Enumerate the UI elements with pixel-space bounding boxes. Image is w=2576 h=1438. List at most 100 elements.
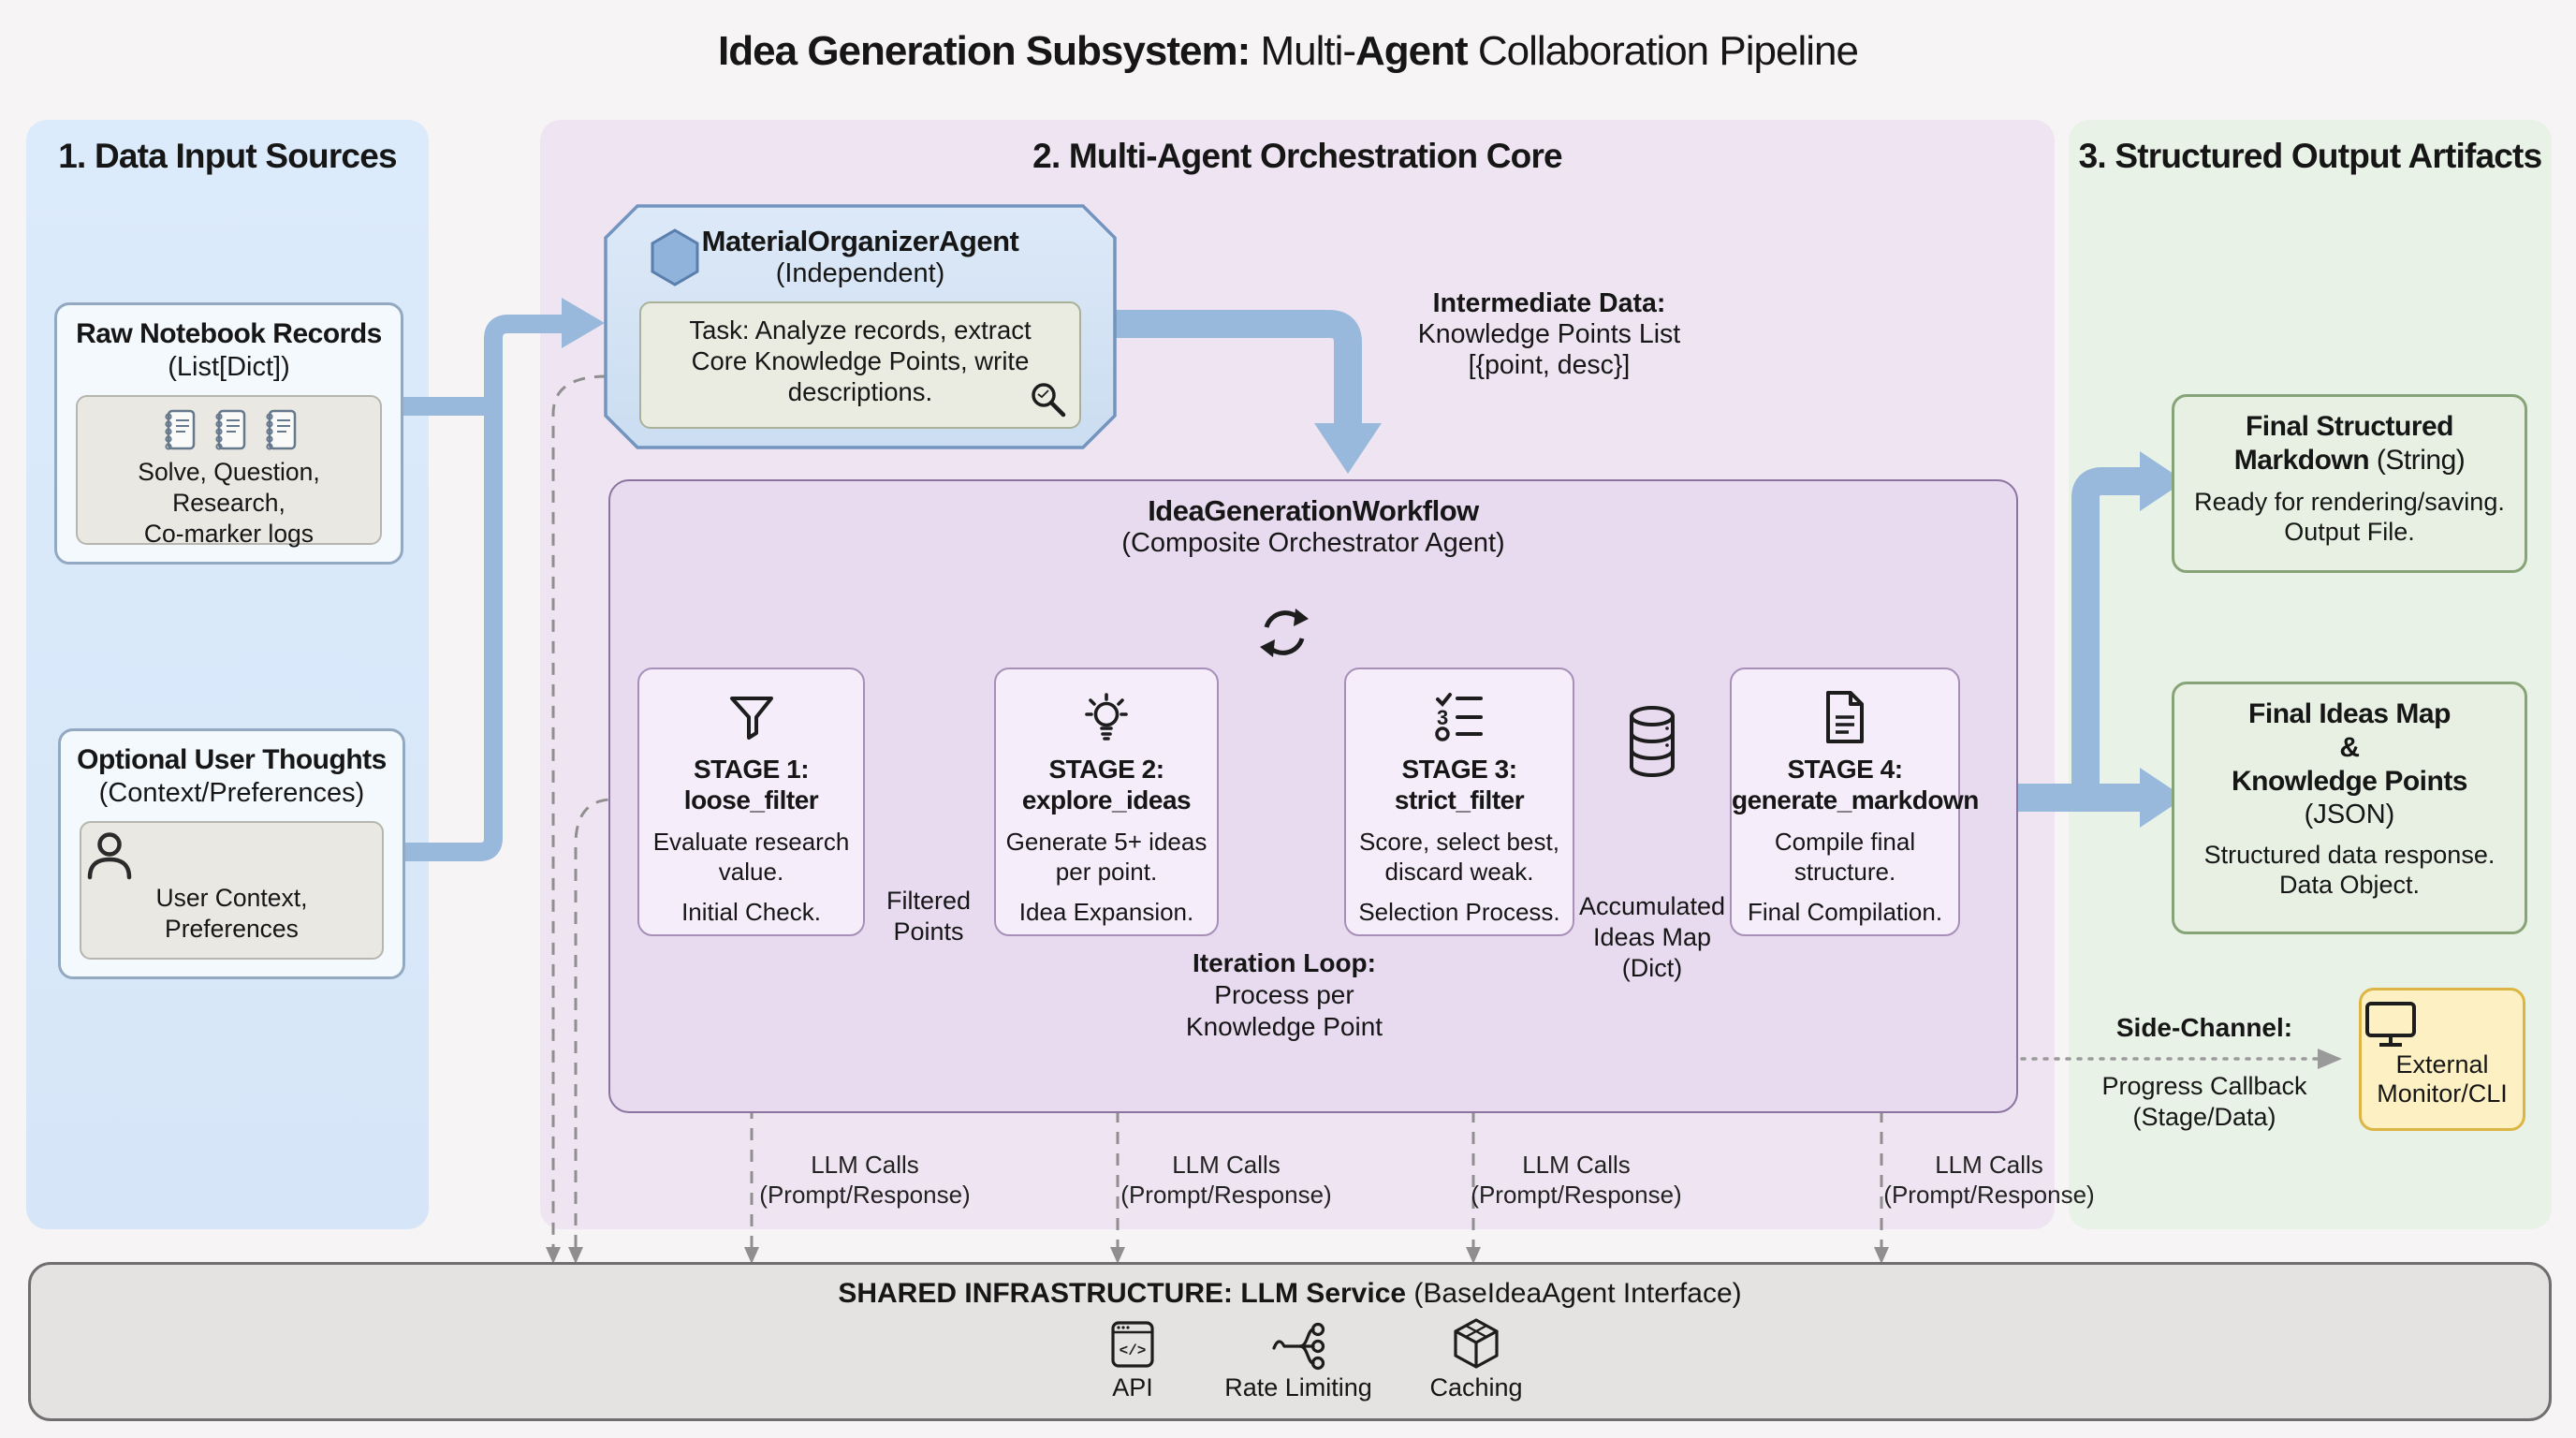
user-thoughts-box: Optional User Thoughts (Context/Preferen… <box>58 728 405 979</box>
loop-label-line: Process per <box>1214 980 1354 1009</box>
raw-records-line: Research, <box>172 489 285 517</box>
infra-title: SHARED INFRASTRUCTURE: LLM Service (Base… <box>31 1278 2549 1310</box>
outputs-header: 3. Structured Output Artifacts <box>2078 137 2543 175</box>
title-seg-1: Idea Generation Subsystem: <box>718 28 1251 74</box>
llm-calls-line: (Prompt/Response) <box>1471 1181 1682 1209</box>
markdown-title-line: Markdown (String) <box>2174 444 2525 477</box>
agent-subtitle: (Independent) <box>775 258 945 288</box>
stage-footer: Idea Expansion. <box>1018 898 1194 926</box>
stage-footer: Final Compilation. <box>1747 898 1943 926</box>
markdown-body-line: Ready for rendering/saving. <box>2194 488 2505 516</box>
llm-calls-line: (Prompt/Response) <box>1883 1181 2095 1209</box>
edge-label-line: Filtered <box>886 887 972 915</box>
user-thoughts-content: User Context, Preferences <box>80 821 384 960</box>
notebook-icon <box>214 409 245 450</box>
llm-calls-label: LLM Calls (Prompt/Response) <box>1114 1150 1339 1210</box>
user-thoughts-title: Optional User Thoughts <box>77 744 387 775</box>
side-channel-sublabel: Progress Callback (Stage/Data) <box>2087 1071 2321 1133</box>
intermediate-data-label: Intermediate Data: Knowledge Points List… <box>1395 288 1704 381</box>
infra-title-bold: SHARED INFRASTRUCTURE: LLM Service <box>838 1278 1407 1309</box>
final-ideas-map-box: Final Ideas Map & Knowledge Points (JSON… <box>2172 682 2527 934</box>
intermediate-line: Knowledge Points List <box>1417 319 1681 349</box>
stage-method: explore_ideas <box>1021 785 1192 814</box>
stage-label: STAGE 2: <box>1048 755 1164 784</box>
edge-label-line: Points <box>893 917 964 946</box>
stage-body-line: Compile final <box>1774 828 1916 856</box>
document-icon <box>1826 691 1864 743</box>
checklist-icon: 3 <box>1435 693 1483 741</box>
llm-calls-line: LLM Calls <box>1935 1151 2043 1179</box>
ideas-body-line: Structured data response. <box>2203 841 2496 869</box>
hexagon-icon <box>651 228 699 286</box>
iteration-loop-label: Iteration Loop: Process per Knowledge Po… <box>1172 947 1397 1043</box>
shared-infrastructure-bar: SHARED INFRASTRUCTURE: LLM Service (Base… <box>28 1262 2552 1421</box>
raw-records-line: Solve, Question, <box>138 458 320 486</box>
ideas-title-line: Final Ideas Map <box>2248 698 2451 729</box>
edge-label-line: Accumulated <box>1578 892 1726 920</box>
user-thoughts-line: User Context, <box>155 884 308 912</box>
final-markdown-box: Final Structured Markdown (String) Ready… <box>2172 394 2527 573</box>
raw-records-title: Raw Notebook Records <box>76 318 382 349</box>
workflow-title: IdeaGenerationWorkflow <box>1148 494 1479 527</box>
person-icon <box>87 832 132 880</box>
stage-body-line: per point. <box>1055 858 1158 886</box>
agent-task-box: Task: Analyze records, extract Core Know… <box>639 301 1081 429</box>
llm-calls-label: LLM Calls (Prompt/Response) <box>1464 1150 1689 1210</box>
llm-calls-line: (Prompt/Response) <box>759 1181 971 1209</box>
stage-body-line: discard weak. <box>1384 858 1534 886</box>
stage-body-line: value. <box>718 858 784 886</box>
database-icon <box>1630 706 1675 777</box>
caching-icon <box>1454 1318 1499 1369</box>
material-organizer-agent-box: MaterialOrganizerAgent (Independent) Tas… <box>604 204 1117 449</box>
llm-calls-line: LLM Calls <box>811 1151 919 1179</box>
workflow-subtitle: (Composite Orchestrator Agent) <box>1121 528 1505 558</box>
edge-label-line: (Dict) <box>1621 954 1683 982</box>
stage-3-box: 3 STAGE 3:strict_filter Score, select be… <box>1344 668 1574 936</box>
infra-item-label: API <box>1112 1373 1153 1401</box>
refresh-icon <box>1260 609 1309 657</box>
markdown-body-line: Output File. <box>2284 518 2415 546</box>
funnel-icon <box>729 697 773 740</box>
markdown-title-reg: (String) <box>2369 445 2466 476</box>
panel-data-input-sources <box>26 120 429 1229</box>
stage-label: STAGE 4: <box>1787 755 1903 784</box>
stage-body-line: Generate 5+ ideas <box>1005 828 1208 856</box>
stage-body-line: Evaluate research <box>652 828 850 856</box>
page-title: Idea Generation Subsystem: Multi-Agent C… <box>0 28 2576 75</box>
side-channel-line: Progress Callback <box>2101 1072 2307 1100</box>
llm-calls-line: LLM Calls <box>1522 1151 1631 1179</box>
title-seg-2: Multi- <box>1250 28 1356 74</box>
monitor-icon <box>2365 1002 2416 1047</box>
ideas-body-line: Data Object. <box>2278 871 2421 899</box>
stage-label: STAGE 3: <box>1401 755 1517 784</box>
notebook-icon <box>265 409 296 450</box>
side-channel-line: (Stage/Data) <box>2132 1103 2276 1131</box>
notebook-icon <box>164 409 195 450</box>
core-header: 2. Multi-Agent Orchestration Core <box>1032 137 1562 175</box>
infra-title-reg: (BaseIdeaAgent Interface) <box>1406 1278 1742 1309</box>
ideas-title-line: & <box>2339 732 2360 763</box>
raw-records-line: Co-marker logs <box>143 520 315 548</box>
agent-task-line: descriptions. <box>787 377 933 406</box>
stage-method: loose_filter <box>683 785 819 814</box>
agent-task-line: Core Knowledge Points, write <box>691 346 1030 375</box>
accumulated-ideas-label: Accumulated Ideas Map (Dict) <box>1565 891 1739 984</box>
user-thoughts-subtitle: (Context/Preferences) <box>98 778 365 808</box>
rate-limiting-icon <box>1272 1322 1325 1371</box>
monitor-line: Monitor/CLI <box>2377 1079 2508 1108</box>
agent-task-line: Task: Analyze records, extract <box>689 315 1032 345</box>
infra-item-rate-limiting: Rate Limiting <box>1208 1319 1388 1402</box>
infra-item-label: Caching <box>1429 1373 1523 1401</box>
monitor-line: External <box>2395 1050 2489 1078</box>
stage-label: STAGE 1: <box>693 755 810 784</box>
svg-text:</>: </> <box>1120 1343 1147 1359</box>
agent-title: MaterialOrganizerAgent <box>701 225 1019 257</box>
llm-calls-label: LLM Calls (Prompt/Response) <box>1877 1150 2101 1210</box>
raw-records-subtitle: (List[Dict]) <box>168 352 290 382</box>
api-icon: </> <box>1111 1321 1154 1368</box>
intermediate-line: Intermediate Data: <box>1432 288 1666 318</box>
title-seg-3: Agent <box>1355 28 1469 74</box>
stage-body-line: Score, select best, <box>1359 828 1559 856</box>
